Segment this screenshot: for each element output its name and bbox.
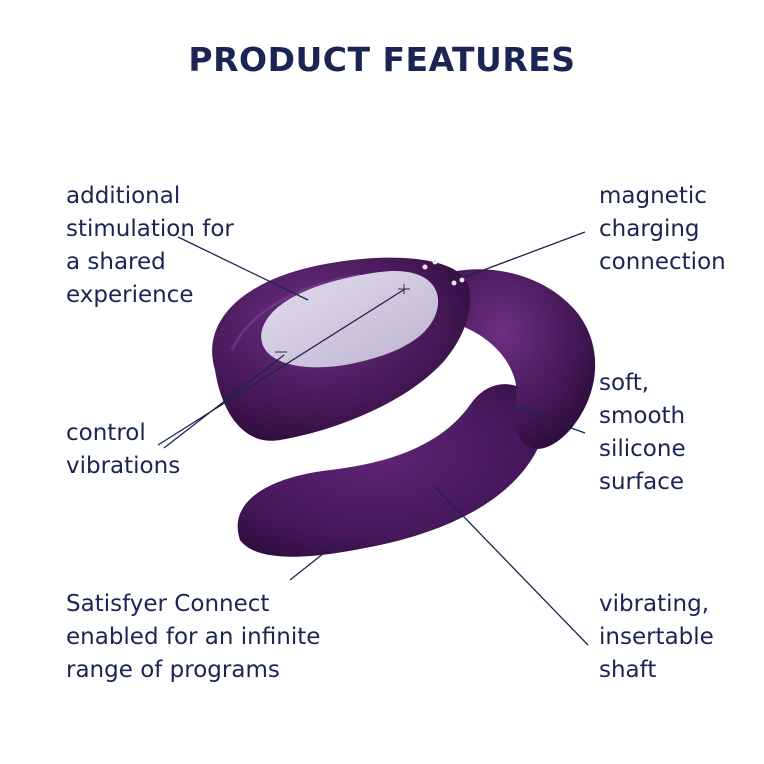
feature-label-shaft: vibrating, insertable shaft bbox=[599, 591, 714, 683]
charging-contact-icon bbox=[422, 264, 428, 270]
insertable-shaft bbox=[237, 384, 544, 557]
charging-contact-icon bbox=[459, 277, 465, 283]
feature-label-control: control vibrations bbox=[66, 420, 181, 479]
feature-label-connect: Satisfyer Connect enabled for an infinit… bbox=[66, 591, 321, 683]
product-bend bbox=[440, 269, 596, 449]
charging-contact-icon bbox=[451, 280, 457, 286]
page-title: PRODUCT FEATURES bbox=[188, 40, 576, 79]
control-pad bbox=[261, 271, 439, 368]
leader-line-stimulation bbox=[177, 236, 309, 301]
leader-line-connect bbox=[289, 537, 344, 581]
leader-line-control-minus bbox=[163, 354, 285, 449]
feature-label-charging: magnetic charging connection bbox=[599, 183, 726, 275]
leader-line-charging bbox=[464, 231, 586, 278]
feature-label-stimulation: additional stimulation for a shared expe… bbox=[66, 183, 234, 308]
feature-label-surface: soft, smooth silicone surface bbox=[599, 370, 686, 495]
charging-contact-icon bbox=[432, 259, 438, 265]
leader-line-shaft bbox=[434, 486, 589, 646]
leader-line-control-plus bbox=[157, 288, 406, 446]
surface-highlight bbox=[230, 273, 361, 351]
leader-line-surface bbox=[507, 404, 586, 434]
